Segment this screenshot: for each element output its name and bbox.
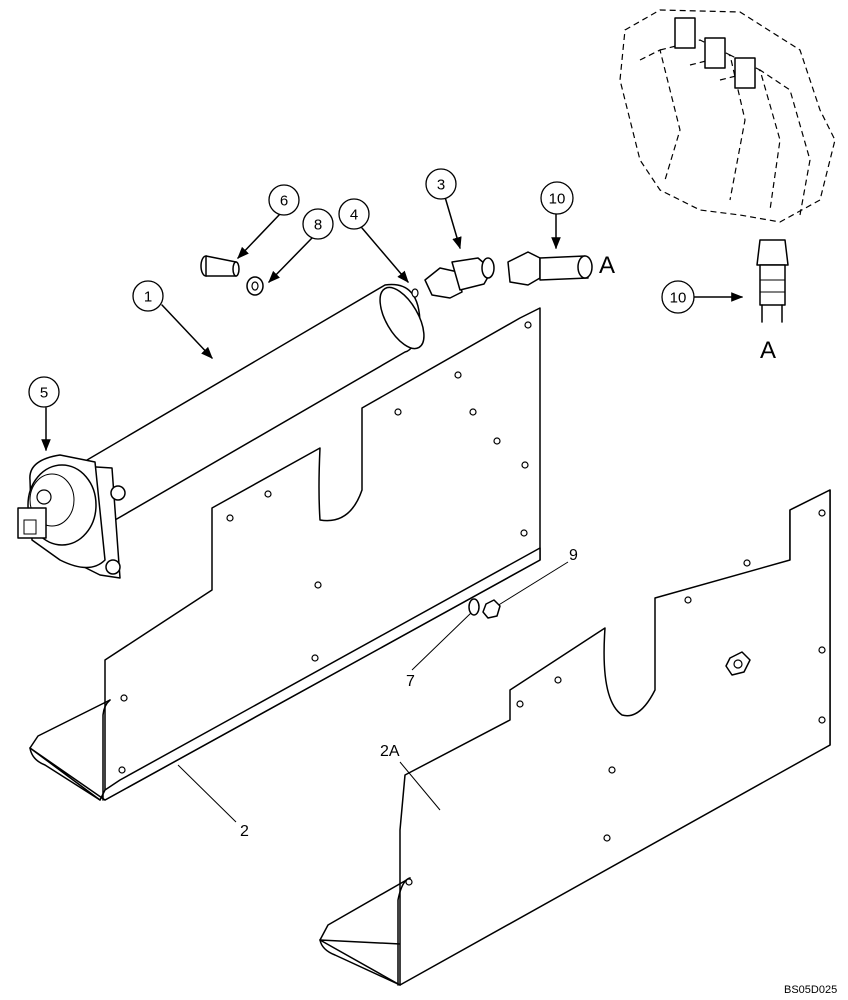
bracket-2 [29, 307, 541, 801]
label-part-2: 2 [240, 823, 249, 840]
label-view-a-top: A [599, 252, 615, 279]
callout-5: 5 [28, 376, 60, 408]
callout-3-text: 3 [437, 177, 445, 194]
bolt-6 [200, 255, 240, 277]
callout-8: 8 [302, 208, 334, 240]
label-view-a-bottom: A [760, 337, 776, 364]
callout-4-text: 4 [350, 207, 358, 224]
bracket-2a [319, 489, 831, 986]
callout-1: 1 [132, 280, 164, 312]
callout-4: 4 [338, 198, 370, 230]
callout-10-right-text: 10 [670, 290, 687, 307]
label-part-2a: 2A [380, 743, 400, 760]
callout-3: 3 [425, 168, 457, 200]
filter-cylinder [17, 283, 425, 579]
o-ring-4 [411, 288, 419, 298]
callout-6-text: 6 [280, 193, 288, 210]
callout-8-text: 8 [314, 217, 322, 234]
callout-1-text: 1 [144, 289, 152, 306]
callout-10-right: 10 [661, 280, 695, 314]
washer-8 [246, 276, 264, 296]
callout-5-text: 5 [40, 385, 48, 402]
label-part-9: 9 [569, 547, 578, 564]
leader-lines [41, 196, 744, 823]
reference-code: BS05D025 [784, 984, 837, 996]
callout-10-top-text: 10 [549, 191, 566, 208]
control-valve [619, 9, 836, 323]
label-part-7: 7 [406, 673, 415, 690]
callout-6: 6 [268, 184, 300, 216]
callout-10-top: 10 [540, 181, 574, 215]
elbow-fitting-3 [424, 257, 495, 299]
hose-fitting-10 [507, 251, 593, 286]
